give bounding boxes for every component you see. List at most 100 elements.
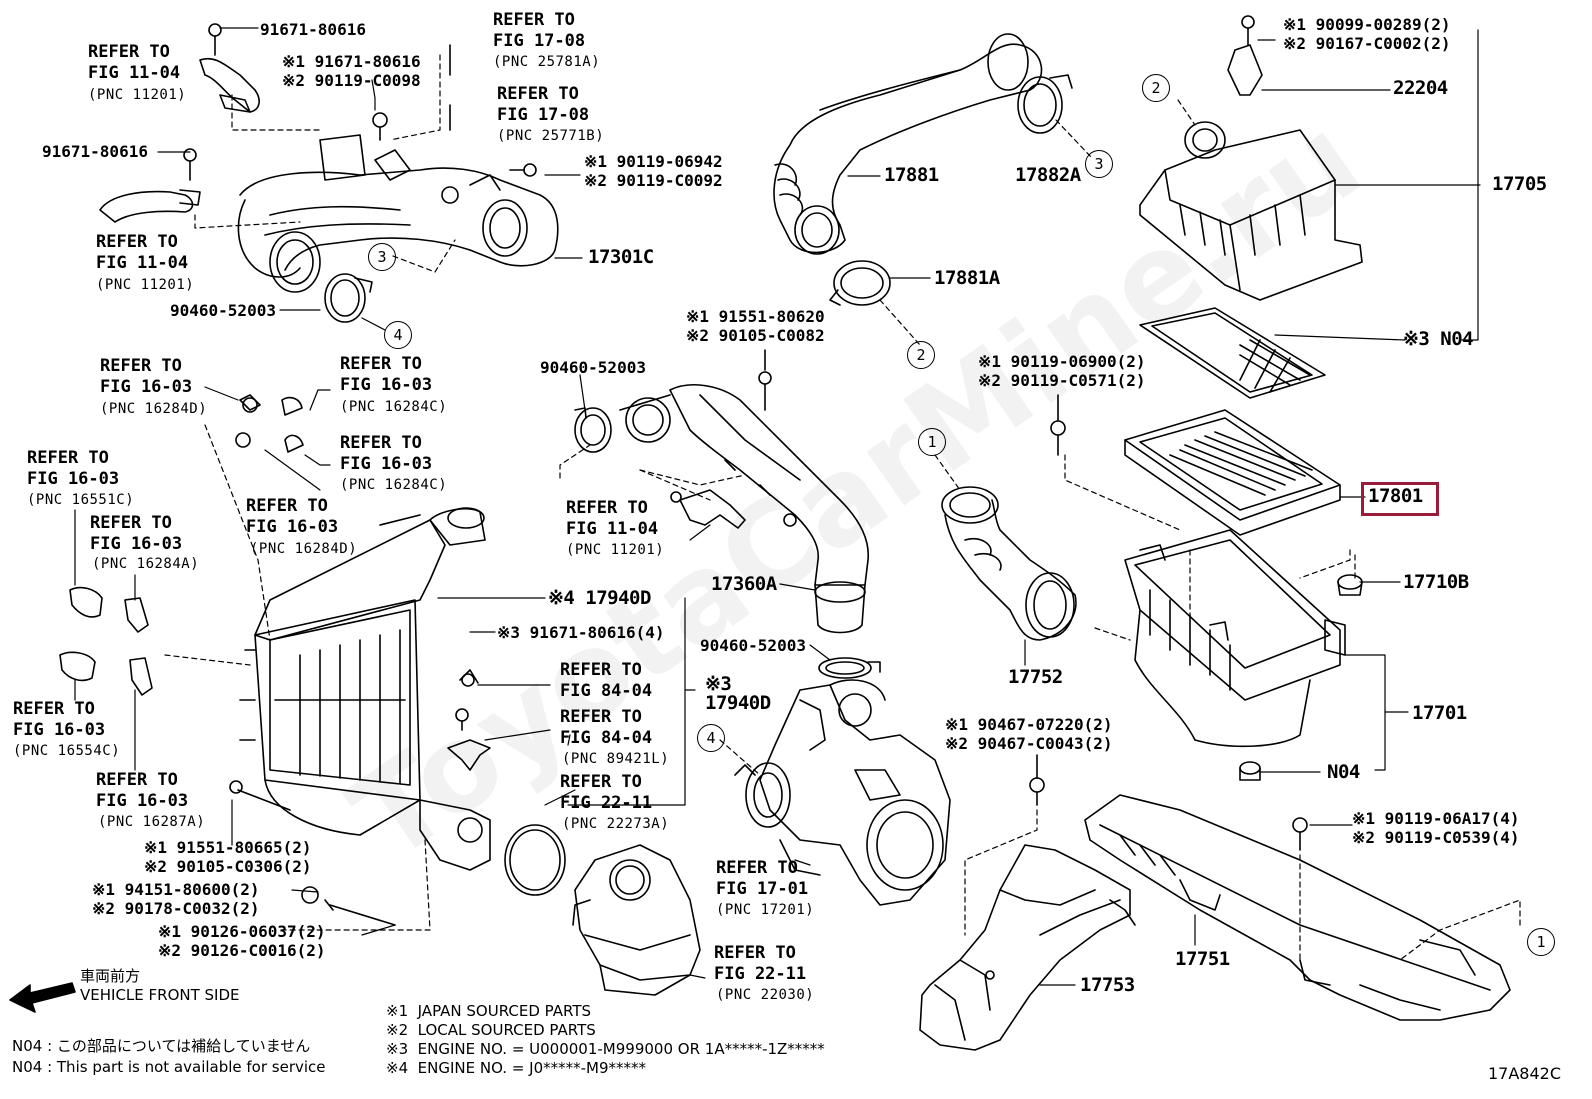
label-bolt-91551-80620: ※1 91551-80620 ※2 90105-C0082 bbox=[686, 307, 825, 345]
label-refer-fig-16-03-f-pnc: (PNC 16284A) bbox=[92, 556, 200, 572]
label-refer-fig-11-04-a-pnc: (PNC 11201) bbox=[88, 87, 187, 103]
hose-11201-center bbox=[670, 489, 746, 529]
label-n04-gasket: ※3 N04 bbox=[1403, 328, 1474, 350]
grommet-17710b bbox=[1337, 574, 1363, 596]
air-filter-17801 bbox=[1124, 409, 1341, 536]
throttle-housing bbox=[734, 679, 951, 906]
label-17701: 17701 bbox=[1412, 702, 1467, 724]
label-91671-80616-top: 91671-80616 bbox=[260, 20, 366, 39]
label-17751: 17751 bbox=[1175, 948, 1230, 970]
intercooler-17940d bbox=[239, 507, 491, 871]
label-refer-fig-16-03-c: REFER TO FIG 16-03 bbox=[340, 433, 433, 474]
label-refer-fig-16-03-b-pnc: (PNC 16284C) bbox=[340, 399, 448, 415]
label-refer-fig-11-04-c-pnc: (PNC 11201) bbox=[566, 542, 665, 558]
direction-label-jp: 車両前方 bbox=[80, 967, 141, 985]
label-91671-80616-left: 91671-80616 bbox=[42, 142, 148, 161]
label-bolt-91671-80616-4: ※3 91671-80616(4) bbox=[497, 623, 665, 642]
label-refer-fig-22-11-a-pnc: (PNC 22273A) bbox=[562, 816, 670, 832]
label-bolt-91671-80616-pair: ※1 91671-80616 ※2 90119-C0098 bbox=[282, 52, 421, 90]
leaders-top-center bbox=[847, 119, 1093, 346]
label-refer-fig-16-03-f: REFER TO FIG 16-03 bbox=[90, 513, 183, 554]
callout-2-top-right: 2 bbox=[1142, 74, 1170, 102]
callout-3-left: 3 bbox=[368, 243, 396, 271]
label-refer-fig-17-08-b-pnc: (PNC 25771B) bbox=[497, 128, 605, 144]
air-duct-17881 bbox=[773, 33, 1043, 255]
label-refer-fig-16-03-b: REFER TO FIG 16-03 bbox=[340, 354, 433, 395]
leaders-center-pipe bbox=[559, 374, 831, 661]
label-refer-fig-16-03-e: REFER TO FIG 16-03 bbox=[27, 448, 120, 489]
legend-engine-no-4: ※4 ENGINE NO. = J0*****-M9***** bbox=[386, 1059, 647, 1077]
legend-engine-no-3: ※3 ENGINE NO. = U000001-M999000 OR 1A***… bbox=[386, 1040, 825, 1058]
bolt-90119-06a17 bbox=[1292, 817, 1308, 851]
label-22204: 22204 bbox=[1393, 77, 1448, 99]
air-cleaner-cap-17705 bbox=[1139, 15, 1363, 301]
callout-4-left: 4 bbox=[384, 321, 412, 349]
label-17710b: 17710B bbox=[1403, 571, 1469, 593]
bolt-91551-80620 bbox=[758, 349, 772, 411]
bolt-90467 bbox=[1029, 754, 1045, 806]
callout-4-lower: 4 bbox=[697, 724, 725, 752]
leaders-top-left bbox=[157, 27, 583, 331]
gasket-n04 bbox=[1139, 307, 1326, 399]
label-bolt-94151-80600: ※1 94151-80600(2) ※2 90178-C0032(2) bbox=[92, 880, 260, 918]
label-17360a: 17360A bbox=[711, 573, 777, 595]
label-refer-fig-17-08-a: REFER TO FIG 17-08 bbox=[493, 10, 586, 51]
label-bolt-90119-06900: ※1 90119-06900(2) ※2 90119-C0571(2) bbox=[978, 352, 1146, 390]
label-refer-fig-11-04-b-pnc: (PNC 11201) bbox=[96, 277, 195, 293]
label-17301c: 17301C bbox=[588, 246, 654, 268]
label-refer-fig-16-03-c-pnc: (PNC 16284C) bbox=[340, 477, 448, 493]
label-90460-52003-a: 90460-52003 bbox=[170, 301, 276, 320]
label-17940d-a: ※4 17940D bbox=[548, 587, 651, 609]
leaders-top-right bbox=[1064, 29, 1481, 773]
label-17752: 17752 bbox=[1008, 666, 1063, 688]
direction-label-en: VEHICLE FRONT SIDE bbox=[80, 986, 240, 1004]
bolt-90119-06900 bbox=[1050, 394, 1066, 456]
diagram-code: 17A842C bbox=[1488, 1064, 1562, 1083]
label-refer-fig-16-03-e-pnc: (PNC 16551C) bbox=[27, 492, 135, 508]
hose-17752 bbox=[941, 486, 1077, 641]
label-refer-fig-16-03-g: REFER TO FIG 16-03 bbox=[13, 699, 106, 740]
label-bolt-91551-80665: ※1 91551-80665(2) ※2 90105-C0306(2) bbox=[144, 838, 312, 876]
label-bolt-90126-06037: ※1 90126-06037(2) ※2 90126-C0016(2) bbox=[158, 922, 326, 960]
label-bolt-90119-06942-pair: ※1 90119-06942 ※2 90119-C0092 bbox=[584, 152, 723, 190]
label-17881: 17881 bbox=[884, 164, 939, 186]
label-bolt-90099-00289: ※1 90099-00289(2) ※2 90167-C0002(2) bbox=[1283, 15, 1451, 53]
label-refer-fig-11-04-b: REFER TO FIG 11-04 bbox=[96, 232, 189, 273]
gasket-22273a bbox=[504, 824, 566, 896]
pipe-17360a bbox=[619, 384, 870, 634]
callout-1-center: 1 bbox=[918, 428, 946, 456]
leaders-intercooler bbox=[74, 386, 696, 936]
label-refer-fig-17-08-b: REFER TO FIG 17-08 bbox=[497, 84, 590, 125]
label-refer-fig-84-04-a: REFER TO FIG 84-04 bbox=[560, 660, 653, 701]
clamp-17881a bbox=[829, 260, 891, 306]
clamp-90460-52003-a bbox=[324, 273, 373, 323]
label-refer-fig-17-08-a-pnc: (PNC 25781A) bbox=[493, 54, 601, 70]
label-refer-fig-84-04-b: REFER TO FIG 84-04 bbox=[560, 707, 653, 748]
intake-pipe-17301c bbox=[237, 134, 559, 293]
label-refer-fig-22-11-b-pnc: (PNC 22030) bbox=[716, 987, 815, 1003]
vehicle-front-arrow bbox=[9, 982, 76, 1013]
label-90460-52003-b: 90460-52003 bbox=[540, 358, 646, 377]
label-90460-52003-c: 90460-52003 bbox=[700, 636, 806, 655]
label-17753: 17753 bbox=[1080, 974, 1135, 996]
label-bolt-90119-06a17: ※1 90119-06A17(4) ※2 90119-C0539(4) bbox=[1352, 809, 1520, 847]
label-refer-fig-16-03-g-pnc: (PNC 16554C) bbox=[13, 743, 121, 759]
label-refer-fig-22-11-a: REFER TO FIG 22-11 bbox=[560, 772, 653, 813]
label-refer-fig-16-03-h: REFER TO FIG 16-03 bbox=[96, 770, 189, 811]
label-refer-fig-11-04-c: REFER TO FIG 11-04 bbox=[566, 498, 659, 539]
label-17940d-b: ※3 17940D bbox=[705, 673, 771, 714]
hose-upper-left bbox=[199, 23, 260, 113]
callout-1-lower-right: 1 bbox=[1527, 928, 1555, 956]
label-n04-grommet: N04 bbox=[1327, 761, 1360, 783]
note-n04-jp: N04 : この部品については補給していません bbox=[12, 1037, 311, 1055]
label-refer-fig-17-01: REFER TO FIG 17-01 bbox=[716, 858, 809, 899]
label-17882a: 17882A bbox=[1015, 164, 1081, 186]
note-n04-en: N04 : This part is not available for ser… bbox=[12, 1058, 326, 1076]
label-refer-fig-16-03-d: REFER TO FIG 16-03 bbox=[246, 496, 339, 537]
legend-japan-sourced: ※1 JAPAN SOURCED PARTS bbox=[386, 1002, 592, 1020]
clamp-90460-52003-b bbox=[574, 407, 612, 453]
legend-local-sourced: ※2 LOCAL SOURCED PARTS bbox=[386, 1021, 596, 1039]
clamp-90460-52003-c bbox=[818, 657, 881, 679]
callout-2-center: 2 bbox=[907, 341, 935, 369]
